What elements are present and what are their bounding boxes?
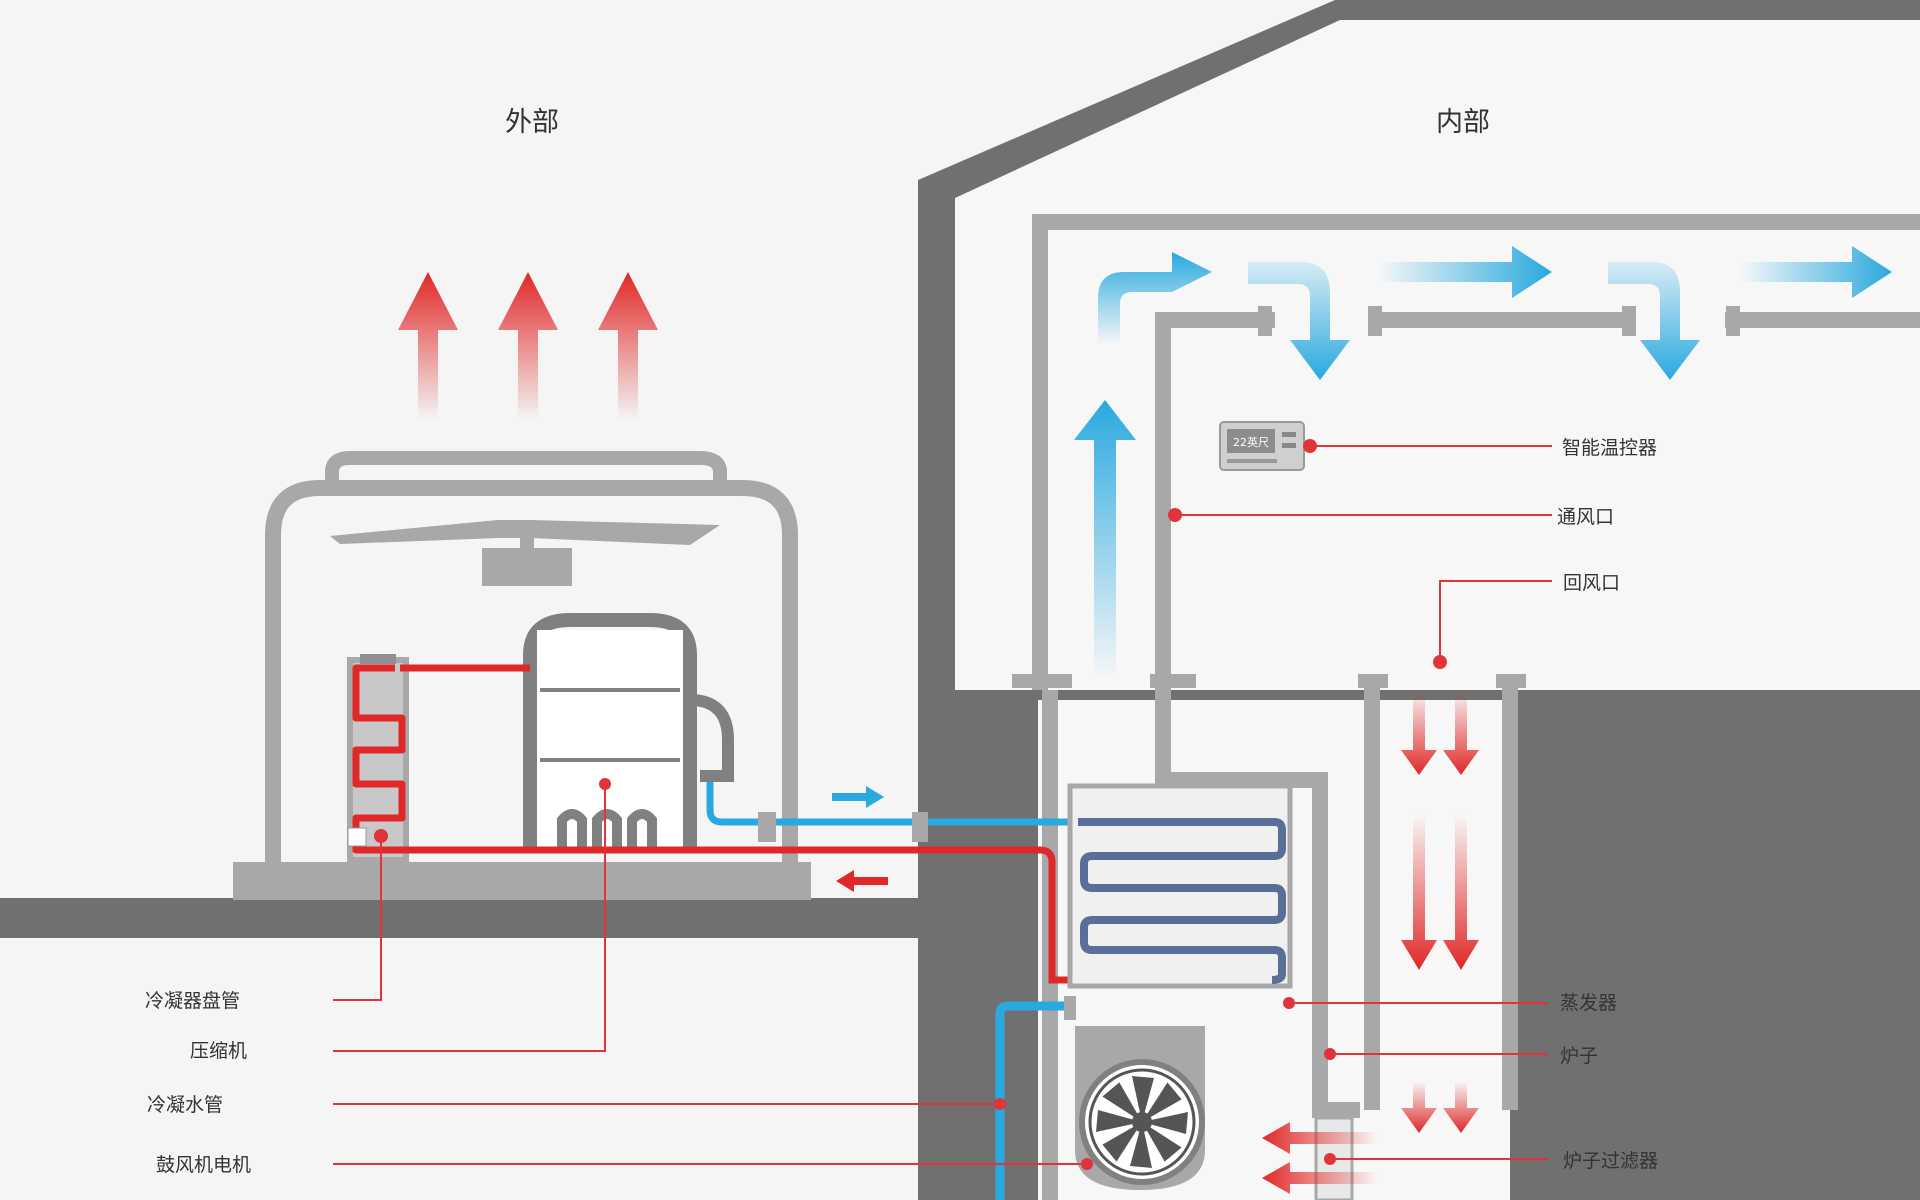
basement-wall-left [918,690,1038,1200]
leader-lines [333,445,1552,1165]
refrigerant-flow-arrows [832,786,888,892]
thermostat: 22英尺 [1219,421,1305,471]
supply-air-arrows [1074,246,1892,680]
leader-dots [374,439,1447,1170]
label-vent: 通风口 [1557,506,1615,528]
thermostat-reading: 22英尺 [1233,435,1269,449]
condensate-pipe [995,1001,1070,1200]
evaporator [1067,783,1293,989]
label-furnace-filter: 炉子过滤器 [1563,1150,1659,1172]
return-air-arrows [1262,690,1479,1194]
hot-line [402,846,1272,984]
basement-ceiling-mid [1038,690,1510,700]
outdoor-unit [233,451,811,900]
label-condensate-pipe: 冷凝水管 [146,1094,223,1116]
label-furnace: 炉子 [1560,1045,1599,1067]
label-evaporator: 蒸发器 [1560,992,1618,1014]
ground-slab [0,898,918,938]
label-smart-thermostat: 智能温控器 [1562,437,1658,459]
zone-label-inside: 内部 [1436,107,1490,138]
label-condenser-coil: 冷凝器盘管 [144,990,240,1012]
basement-wall-right [1510,690,1920,1200]
compressor-pipe-hook [689,694,734,772]
unit-base [233,862,811,900]
fan-shaft [520,520,534,550]
unit-housing [265,480,798,862]
compressor-body [523,613,697,850]
condenser-coil-tube [352,664,406,854]
label-return-vent: 回风口 [1563,572,1621,594]
unit-top-cap [325,451,727,485]
outside-heat-arrows [398,272,658,420]
blower [1075,1026,1205,1190]
zone-label-outside: 外部 [505,107,559,138]
label-blower-motor: 鼓风机电机 [155,1154,251,1176]
fan-motor [482,548,572,586]
label-compressor: 压缩机 [189,1040,247,1062]
duct-flanges [1012,306,1740,688]
